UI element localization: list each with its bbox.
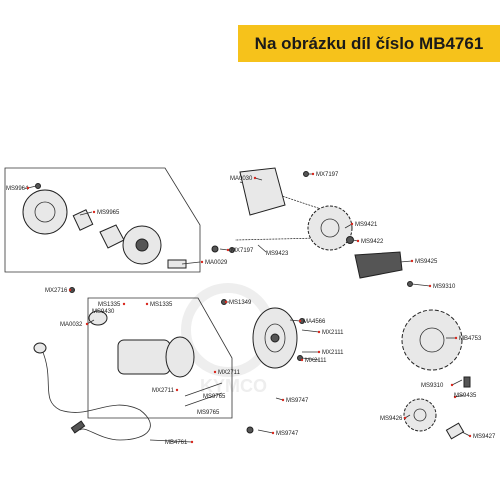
label-mx7197-lower: MX7197	[226, 248, 254, 254]
svg-text:MS9427: MS9427	[473, 434, 496, 440]
label-ms9425: MS9425	[410, 259, 438, 265]
svg-text:MX7197: MX7197	[231, 248, 254, 254]
svg-text:MS9310: MS9310	[421, 383, 444, 389]
label-mx2711-upper: MX2711	[213, 370, 241, 376]
ratchet-pawl	[463, 376, 471, 388]
label-mx2111-a: MX2111	[317, 330, 344, 336]
label-mb4761: MB4761	[165, 440, 194, 446]
svg-text:MS1335: MS1335	[98, 302, 121, 308]
part-number-banner: Na obrázku díl číslo MB4761	[238, 25, 500, 62]
starter-cable	[41, 349, 151, 441]
label-mx2716: MX2716	[45, 288, 72, 294]
svg-text:MS9426: MS9426	[380, 416, 403, 422]
cam-sprocket	[307, 205, 353, 251]
label-ms9310-lower: MS9310	[421, 383, 454, 389]
svg-text:MB4753: MB4753	[459, 336, 482, 342]
chain-tensioner	[354, 251, 403, 279]
label-ms9423: MS9423	[266, 251, 289, 257]
svg-text:MX2111: MX2111	[322, 350, 344, 356]
svg-text:MS9421: MS9421	[355, 222, 378, 228]
svg-text:MS9425: MS9425	[415, 259, 438, 265]
label-ms1335-left: MS1335	[98, 302, 126, 308]
starter-clutch-parts	[22, 183, 187, 269]
starter-motor-group-box	[87, 297, 233, 419]
svg-text:MX2711: MX2711	[218, 370, 241, 376]
label-mx2111-b: MX2111	[317, 350, 344, 356]
starter-motor-parts	[88, 310, 223, 407]
label-ms9421: MS9421	[350, 222, 378, 228]
cable-terminal	[33, 342, 47, 354]
svg-text:MX7197: MX7197	[316, 172, 339, 178]
label-ms9426: MS9426	[380, 416, 407, 422]
svg-text:MX2716: MX2716	[45, 288, 68, 294]
label-ma0032: MA0032	[60, 322, 89, 328]
svg-text:MS9964: MS9964	[6, 186, 29, 192]
svg-text:MS9765: MS9765	[197, 410, 220, 416]
label-ma0029: MA0029	[200, 260, 228, 266]
svg-text:MX2111: MX2111	[305, 358, 327, 364]
watermark-text: KYMCO	[200, 376, 267, 396]
label-ms9747-upper: MS9747	[281, 398, 309, 404]
label-ms9435: MS9435	[453, 393, 477, 399]
svg-text:MS9435: MS9435	[454, 393, 477, 399]
chain-guide	[239, 167, 286, 216]
label-ms9427: MS9427	[468, 434, 496, 440]
svg-text:MS1349: MS1349	[229, 300, 252, 306]
label-ms9430: MS9430	[92, 309, 115, 315]
drive-gear-small	[403, 398, 437, 432]
label-mx2711-lower: MX2711	[152, 388, 179, 394]
svg-text:MS9310: MS9310	[433, 284, 456, 290]
cable-end	[70, 420, 86, 434]
label-ma0030: MA0030	[230, 176, 257, 182]
svg-text:MX2111: MX2111	[322, 330, 344, 336]
part-labels: MS9964 MS9965 MA0029 MX7197 MA0030 MX719…	[6, 172, 496, 446]
label-ms9310-upper: MS9310	[428, 284, 456, 290]
svg-text:MA0029: MA0029	[205, 260, 228, 266]
banner-text: Na obrázku díl číslo MB4761	[254, 33, 484, 53]
label-mx2111-c: MX2111	[300, 358, 327, 364]
label-ms9765-lower: MS9765	[197, 410, 220, 416]
svg-text:MB4761: MB4761	[165, 440, 188, 446]
svg-text:MA0032: MA0032	[60, 322, 83, 328]
svg-text:MS9747: MS9747	[286, 398, 309, 404]
flywheel	[252, 307, 298, 369]
label-ms1349: MS1349	[224, 300, 252, 306]
label-ms9765-upper: MS9765	[203, 394, 226, 400]
label-ma4566: MA4566	[298, 319, 326, 325]
svg-text:MS9423: MS9423	[266, 251, 289, 257]
svg-text:MS9765: MS9765	[203, 394, 226, 400]
label-ms9964: MS9964	[6, 186, 30, 192]
leader-lines	[27, 173, 471, 443]
gear-bushing	[445, 422, 465, 440]
label-mx7197-upper: MX7197	[311, 172, 339, 178]
rear-sprocket-large	[401, 309, 463, 371]
label-ms1335-right: MS1335	[145, 302, 173, 308]
svg-text:MS9422: MS9422	[361, 239, 384, 245]
svg-text:MX2711: MX2711	[152, 388, 175, 394]
label-ms9965: MS9965	[92, 210, 120, 216]
svg-text:MA0030: MA0030	[230, 176, 253, 182]
svg-text:MS9747: MS9747	[276, 431, 299, 437]
label-ms9422: MS9422	[356, 239, 384, 245]
svg-text:MS9430: MS9430	[92, 309, 115, 315]
svg-text:MA4566: MA4566	[303, 319, 326, 325]
label-mb4753: MB4753	[454, 336, 482, 342]
svg-text:MS9965: MS9965	[97, 210, 120, 216]
label-ms9747-lower: MS9747	[271, 431, 299, 437]
svg-text:MS1335: MS1335	[150, 302, 173, 308]
starter-clutch-group-box	[4, 167, 201, 273]
bolts	[69, 171, 413, 434]
